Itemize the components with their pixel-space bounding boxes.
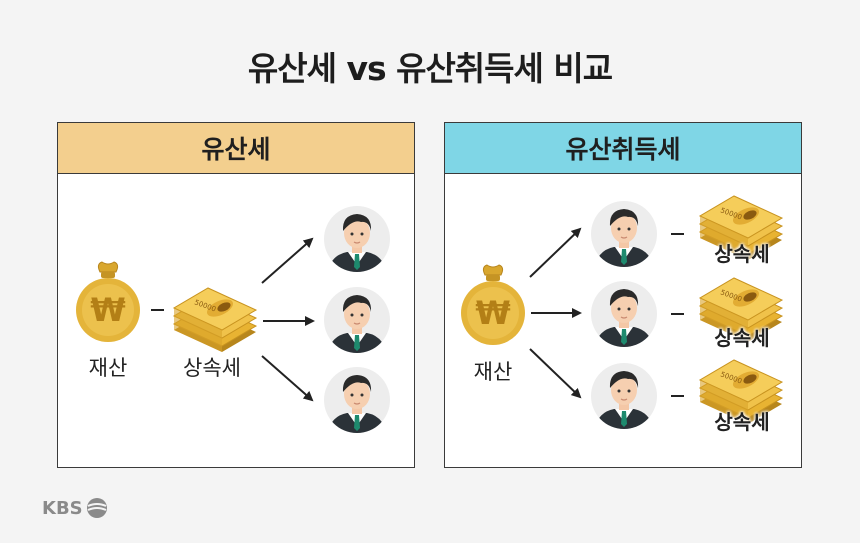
estate-tax-header: 유산세 xyxy=(58,123,414,174)
person-avatar-icon xyxy=(324,367,390,434)
asset-label: 재산 xyxy=(88,356,128,380)
tax-label: 상속세 xyxy=(183,356,241,380)
tax-label: 상속세 xyxy=(714,410,770,434)
person-avatar-icon xyxy=(591,281,657,348)
arrow-to-heir-1 xyxy=(529,227,582,278)
tax-label: 상속세 xyxy=(714,242,770,266)
inheritance-acquisition-tax-header: 유산취득세 xyxy=(445,123,801,174)
money-bag-icon xyxy=(75,261,141,343)
person-avatar-icon xyxy=(324,287,390,354)
arrow-to-heir-3 xyxy=(261,355,314,402)
person-avatar-icon xyxy=(324,206,390,273)
logo-symbol-icon xyxy=(86,498,107,518)
person-avatar-icon xyxy=(591,363,657,430)
page-title: 유산세 vs 유산취득세 비교 xyxy=(247,49,613,88)
person-avatar-icon xyxy=(591,201,657,268)
money-bag-icon xyxy=(460,264,526,346)
arrow-to-heir-1 xyxy=(261,237,314,284)
arrow-to-heir-3 xyxy=(529,348,582,399)
kbs-logo: KBS xyxy=(42,497,108,519)
tax-label: 상속세 xyxy=(714,326,770,350)
money-stack-icon xyxy=(173,287,257,353)
logo-text: KBS xyxy=(42,497,83,519)
asset-label: 재산 xyxy=(473,360,513,384)
